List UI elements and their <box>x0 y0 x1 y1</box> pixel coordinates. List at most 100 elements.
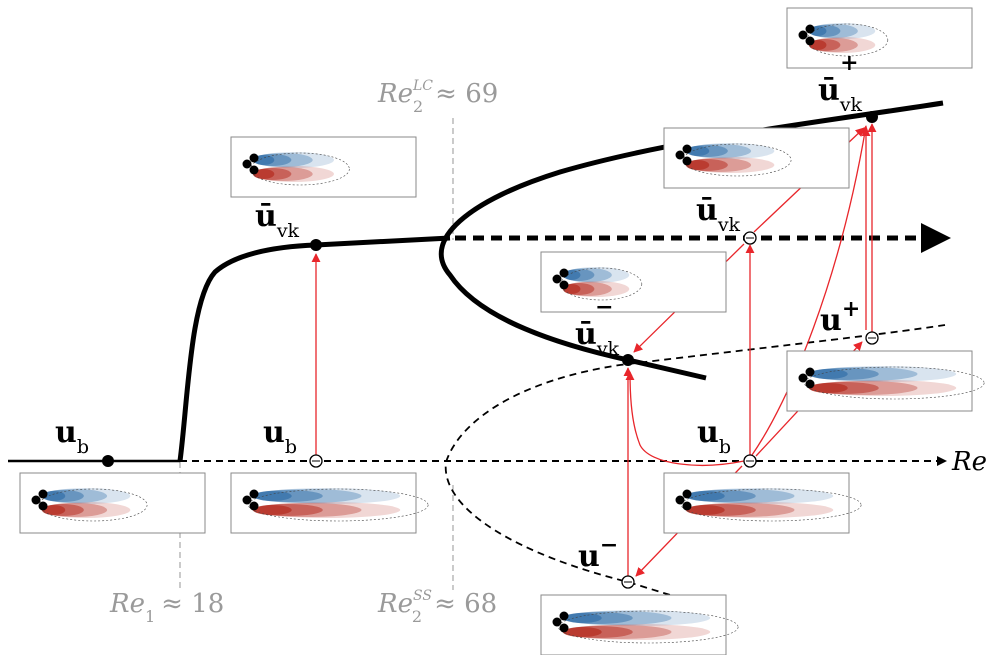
flow-field-icon <box>42 491 66 501</box>
flow-field-frame <box>663 127 850 189</box>
flow-field-icon <box>42 502 131 518</box>
flow-field-frame <box>230 136 417 198</box>
flow-field-icon <box>686 146 710 156</box>
flow-field-panel <box>540 251 727 313</box>
cylinder-cluster-icon <box>805 379 815 389</box>
flow-field-icon <box>563 624 711 640</box>
flow-field-panel <box>786 7 973 69</box>
flow-field-icon <box>686 491 725 501</box>
label-uvk-left: ūvk <box>255 199 300 242</box>
uvk-plus-point <box>866 111 878 123</box>
flow-field-panel <box>663 127 850 189</box>
cylinder-cluster-icon <box>552 274 562 284</box>
label-ub-right: ub <box>697 415 731 458</box>
label-ub-mid: ub <box>263 415 297 458</box>
flow-field-panel <box>19 472 206 534</box>
svg-text:Re1≈ 18: Re1≈ 18 <box>109 589 224 626</box>
flow-field-frame <box>786 350 973 412</box>
flow-field-icon <box>253 505 292 515</box>
flow-field-icon <box>42 488 131 504</box>
flow-panels <box>19 7 985 655</box>
flow-field-icon <box>248 488 429 522</box>
unstable-point-ticks <box>312 237 876 583</box>
arrow-ub-to-uvkminus <box>625 371 745 466</box>
cylinder-cluster-icon <box>249 501 259 511</box>
flow-field-icon <box>686 502 834 518</box>
cylinder-cluster-icon <box>675 150 685 160</box>
state-labels: ub ub ub ūvk ūvk ūvk+ ūvk− u+ u− <box>55 50 863 574</box>
flow-field-frame <box>540 251 727 313</box>
cylinder-cluster-icon <box>31 495 41 505</box>
uvk-stable-point <box>310 239 322 251</box>
flow-field-frame <box>663 472 850 534</box>
steady-state-branch <box>444 324 946 599</box>
cylinder-cluster-icon <box>798 30 808 40</box>
flow-field-icon <box>686 160 710 170</box>
flow-field-icon <box>563 610 711 626</box>
cylinder-cluster-icon <box>249 153 259 163</box>
arrow-ub-to-uvkplus-a <box>751 125 870 456</box>
label-uvk-minus: ūvk− <box>575 294 620 360</box>
flow-field-icon <box>253 502 401 518</box>
cylinder-cluster-icon <box>552 617 562 627</box>
flow-field-icon <box>563 267 630 283</box>
flow-field-panel <box>230 472 429 534</box>
cylinder-cluster-icon <box>242 495 252 505</box>
uvk-minus-point <box>622 354 634 366</box>
flow-field-icon <box>253 491 292 501</box>
cylinder-cluster-icon <box>675 495 685 505</box>
flow-field-frame <box>786 7 973 69</box>
flow-field-panel <box>540 594 739 655</box>
flow-field-icon <box>809 380 957 396</box>
flow-field-icon <box>253 152 334 168</box>
cylinder-cluster-icon <box>805 36 815 46</box>
flow-field-icon <box>253 488 401 504</box>
cylinder-cluster-icon <box>682 489 692 499</box>
axis-label-re: Re <box>951 447 987 477</box>
cylinder-cluster-icon <box>559 611 569 621</box>
cylinder-cluster-icon <box>798 373 808 383</box>
label-uvk-plus: ūvk+ <box>818 50 863 116</box>
flow-field-icon <box>253 166 334 182</box>
flow-field-icon <box>809 366 957 382</box>
label-u-minus: u− <box>578 532 618 574</box>
flow-field-icon <box>563 627 602 637</box>
re1-label: Re1≈ 18 <box>109 589 224 626</box>
cylinder-cluster-icon <box>682 144 692 154</box>
flow-field-icon <box>563 281 630 297</box>
cylinder-cluster-icon <box>559 268 569 278</box>
cylinder-cluster-icon <box>38 489 48 499</box>
cylinder-cluster-icon <box>559 280 569 290</box>
cylinder-cluster-icon <box>682 156 692 166</box>
cylinder-cluster-icon <box>242 159 252 169</box>
flow-field-icon <box>42 505 66 515</box>
cylinder-cluster-icon <box>249 489 259 499</box>
label-uvk-mid: ūvk <box>696 193 741 236</box>
label-ub-left: ub <box>55 415 89 458</box>
flow-field-icon <box>809 369 848 379</box>
flow-field-icon <box>686 157 775 173</box>
cylinder-cluster-icon <box>38 501 48 511</box>
label-u-plus: u+ <box>820 296 860 338</box>
flow-field-panel <box>786 350 985 412</box>
flow-field-frame <box>19 472 206 534</box>
flow-field-panel <box>230 136 417 198</box>
flow-field-icon <box>563 613 602 623</box>
cylinder-cluster-icon <box>805 24 815 34</box>
flow-field-frame <box>540 594 727 655</box>
flow-field-icon <box>681 488 862 522</box>
flow-field-icon <box>804 366 985 400</box>
flow-field-frame <box>230 472 417 534</box>
flow-field-icon <box>686 143 775 159</box>
flow-field-icon <box>253 169 275 179</box>
flow-field-icon <box>809 23 876 39</box>
flow-field-icon <box>809 383 848 393</box>
cylinder-cluster-icon <box>682 501 692 511</box>
flow-field-icon <box>686 488 834 504</box>
ub-stable-point <box>102 455 114 467</box>
